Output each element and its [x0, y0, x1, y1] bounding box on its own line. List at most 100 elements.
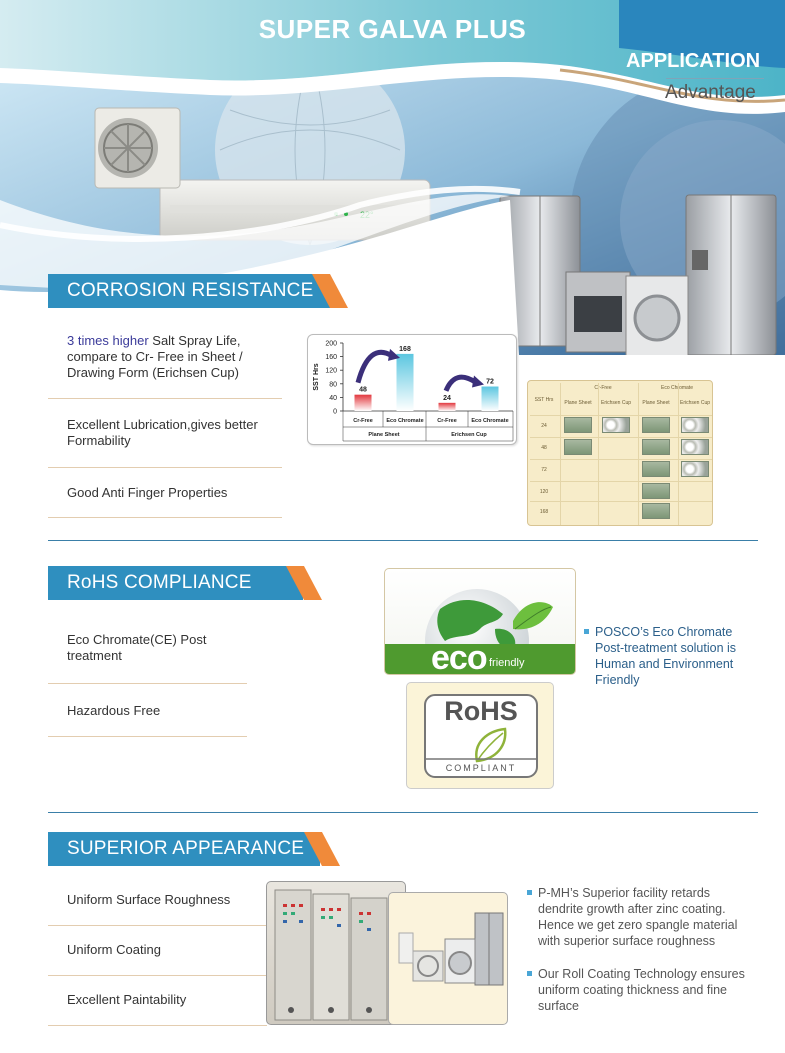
rohs-compliant-logo: RoHS COMPLIANT	[406, 682, 554, 789]
test-sample-swatch	[681, 461, 709, 477]
hero-banner: 22° SUPER GALVA PLUS APPLICATION Adv	[0, 0, 785, 372]
divider	[48, 925, 267, 926]
test-sample-swatch	[642, 461, 670, 477]
appearance-item-roughness: Uniform Surface Roughness	[67, 892, 231, 907]
test-sample-swatch	[564, 439, 592, 455]
increase-arrow-cup	[443, 374, 478, 392]
divider	[48, 683, 247, 684]
appliances-icon	[398, 912, 504, 986]
appearance-item-coating: Uniform Coating	[67, 942, 161, 957]
y-tick-label: 200	[325, 341, 337, 348]
y-tick-label: 160	[325, 354, 337, 361]
test-sample-swatch	[564, 417, 592, 433]
test-sample-swatch	[681, 439, 709, 455]
rohs-bullet: POSCO’s Eco Chromate Post-treatment solu…	[584, 624, 759, 688]
eco-logo-small: friendly	[489, 657, 525, 669]
electrical-cabinet-icon	[274, 889, 388, 1021]
section-separator	[48, 812, 758, 813]
salt-spray-highlight: 3 times higher	[67, 333, 149, 348]
table-row-label: 24	[541, 423, 547, 429]
rohs-logo-bottom: COMPLIANT	[445, 763, 517, 773]
data-label: 72	[486, 379, 494, 386]
group-label: Erichsen Cup	[451, 432, 487, 438]
rohs-heading: RoHS COMPLIANCE	[67, 572, 252, 593]
table-grid-line	[530, 415, 712, 416]
page-title: SUPER GALVA PLUS	[258, 14, 527, 44]
divider	[48, 736, 247, 737]
appliance-banner-image: 22°	[0, 0, 785, 372]
table-column-header: Erichsen Cup	[600, 400, 631, 406]
y-tick-label: 0	[333, 409, 337, 416]
table-row-label: 168	[539, 509, 549, 515]
appearance-bullet-facility: P-MH’s Superior facility retards dendrit…	[527, 885, 757, 949]
data-label: 168	[399, 346, 411, 353]
heading-accent-shape	[286, 566, 322, 600]
home-appliances-photo	[388, 892, 508, 1025]
section-separator	[48, 540, 758, 541]
table-grid-line	[560, 383, 561, 525]
table-column-header: Plane Sheet	[564, 400, 592, 406]
appearance-bullet-facility-text: P-MH’s Superior facility retards dendrit…	[538, 886, 738, 948]
eco-friendly-logo: eco friendly	[384, 568, 576, 675]
increase-arrow-cup-head	[472, 375, 484, 388]
eco-logo-big: eco	[431, 639, 488, 675]
y-tick-label: 80	[329, 381, 337, 388]
application-box	[619, 0, 785, 68]
table-row-label: 72	[541, 467, 547, 473]
appearance-item-paintability: Excellent Paintability	[67, 992, 187, 1007]
appearance-heading-bar: SUPERIOR APPEARANCE	[48, 832, 340, 866]
divider	[48, 1025, 267, 1026]
table-column-header: Plane Sheet	[642, 400, 670, 406]
advantage-underline	[666, 78, 764, 79]
divider	[48, 517, 282, 518]
group-label: Plane Sheet	[368, 432, 399, 438]
category-label: Eco Chromate	[471, 418, 508, 424]
corrosion-heading-bar: CORROSION RESISTANCE	[48, 274, 348, 308]
test-sample-swatch	[602, 417, 630, 433]
test-sample-swatch	[642, 483, 670, 499]
category-label: Eco Chromate	[386, 418, 423, 424]
table-group-header: Cr-Free	[594, 385, 612, 391]
table-grid-line	[678, 383, 679, 525]
rohs-heading-bar: RoHS COMPLIANCE	[48, 566, 322, 600]
application-label: APPLICATION	[626, 50, 761, 72]
appearance-heading: SUPERIOR APPEARANCE	[67, 838, 305, 859]
table-column-header: Erichsen Cup	[679, 400, 710, 406]
table-row-label: 48	[541, 445, 547, 451]
bar	[438, 402, 456, 411]
increase-arrow-plane-head	[388, 348, 400, 361]
eco-globe-icon	[385, 589, 575, 674]
table-grid-line	[530, 437, 712, 438]
salt-spray-text: Salt Spray Life, compare to Cr- Free in …	[67, 333, 243, 380]
appearance-bullet-roll-coating-text: Our Roll Coating Technology ensures unif…	[538, 967, 745, 1013]
data-label: 48	[359, 387, 367, 394]
divider	[48, 398, 282, 399]
table-grid-line	[638, 383, 639, 525]
y-tick-label: 120	[325, 368, 337, 375]
divider	[48, 975, 267, 976]
increase-arrow-plane	[355, 349, 394, 384]
corrosion-item-salt-spray: 3 times higher Salt Spray Life, compare …	[67, 333, 277, 381]
divider	[48, 467, 282, 468]
category-label: Cr-Free	[353, 418, 373, 424]
advantage-label: Advantage	[665, 82, 756, 103]
bullet-square-icon	[584, 629, 589, 634]
table-grid-line	[530, 459, 712, 460]
category-label: Cr-Free	[437, 418, 457, 424]
rohs-item-hazardous-free: Hazardous Free	[67, 703, 161, 718]
rohs-bullet-text: POSCO’s Eco Chromate Post-treatment solu…	[595, 625, 737, 687]
electrical-panels-photo	[266, 881, 406, 1025]
y-axis-label: SST Hrs	[313, 363, 320, 390]
rohs-logo-top: RoHS	[444, 696, 518, 726]
heading-accent-shape	[312, 274, 348, 308]
appearance-bullet-roll-coating: Our Roll Coating Technology ensures unif…	[527, 966, 757, 1014]
bar	[354, 394, 372, 411]
rohs-leaf-icon	[424, 694, 538, 778]
test-sample-swatch	[642, 439, 670, 455]
test-sample-swatch	[642, 503, 670, 519]
corrosion-item-anti-finger: Good Anti Finger Properties	[67, 485, 228, 500]
table-group-header: Eco Chromate	[661, 385, 693, 391]
